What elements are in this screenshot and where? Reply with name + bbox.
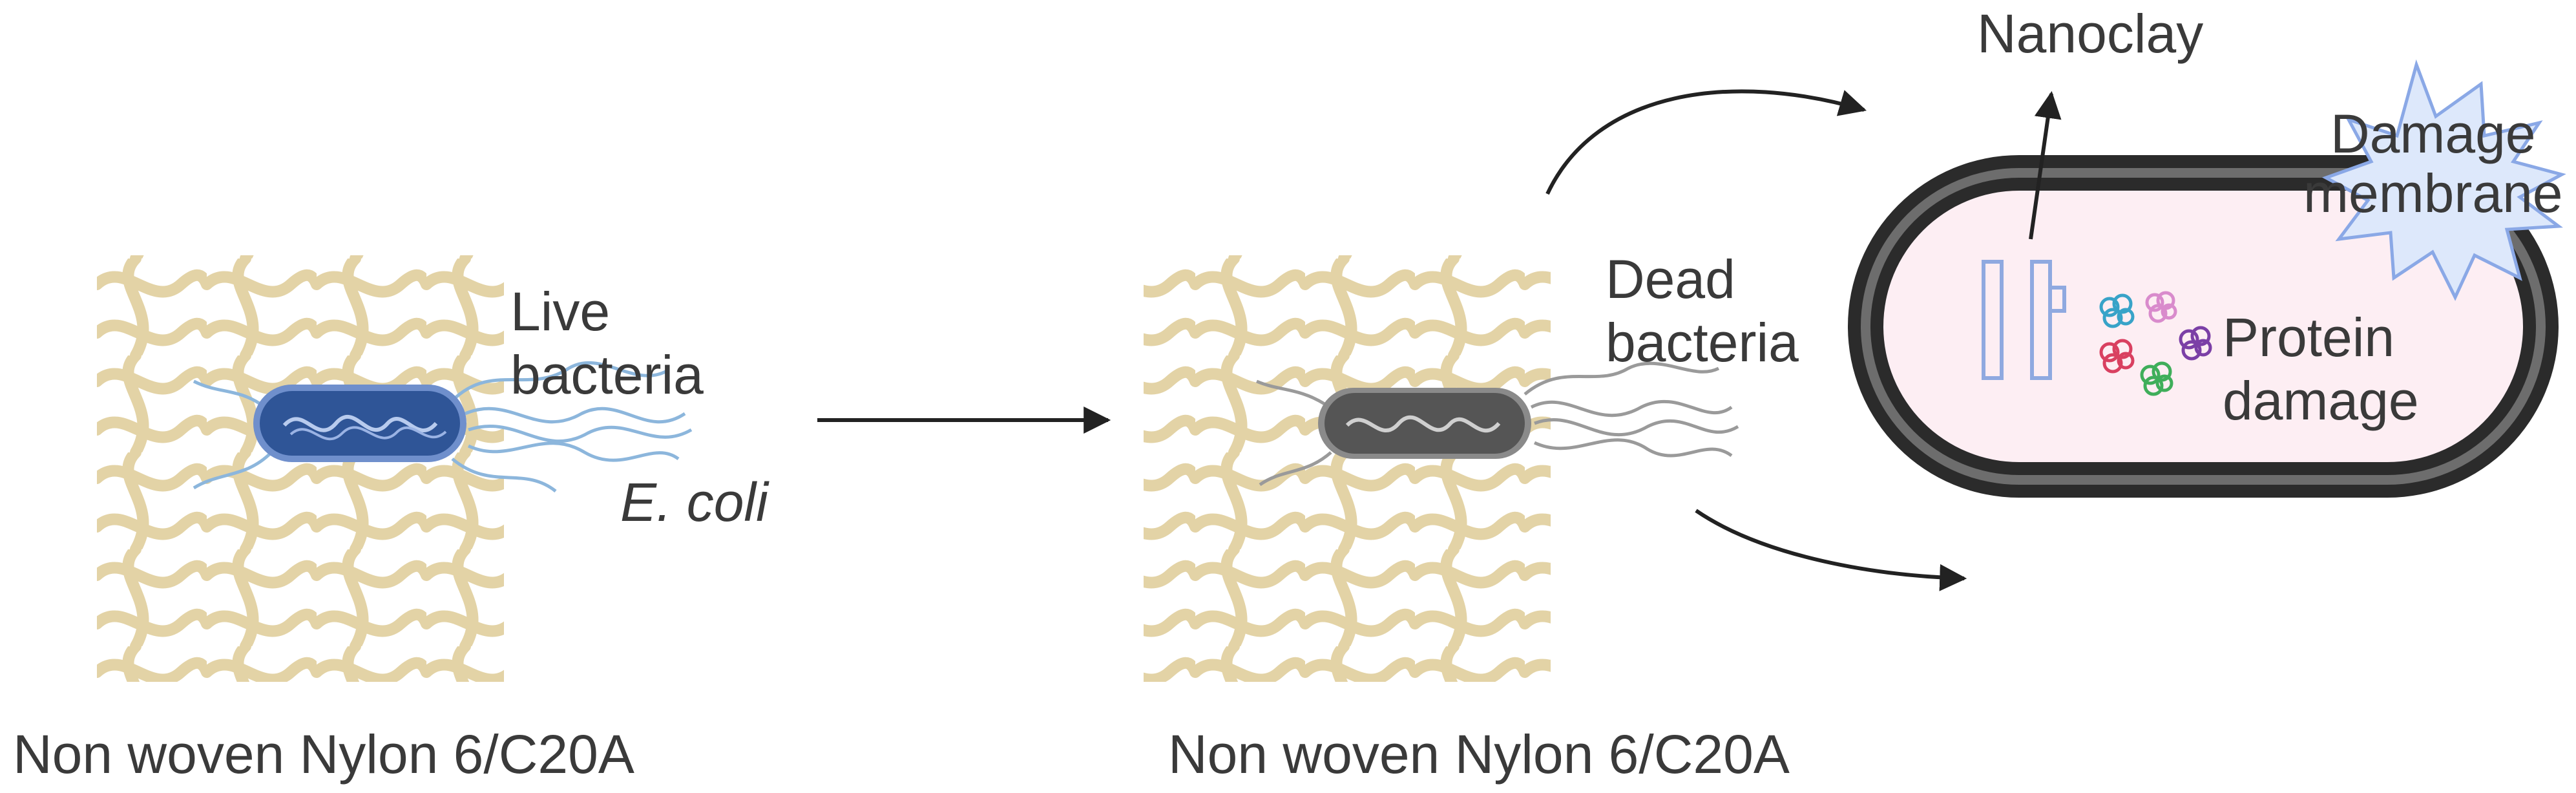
live-bacteria-label: Live bacteria: [510, 284, 704, 402]
ecoli-label: E. coli: [620, 472, 768, 533]
live-bacteria-label-line2: bacteria: [510, 344, 704, 405]
nonwoven-fabric-left: [97, 255, 504, 682]
protein-damage-label-line1: Protein: [2223, 307, 2395, 368]
live-bacterium-icon: [193, 361, 693, 492]
fabric-label-left: Non woven Nylon 6/C20A: [13, 724, 634, 785]
flagella-icon: [193, 361, 693, 492]
fabric-label-right: Non woven Nylon 6/C20A: [1168, 724, 1790, 785]
live-bacteria-label-line1: Live: [510, 281, 611, 342]
burst-icon: [2321, 59, 2566, 301]
curved-arrow-bottom: [1695, 509, 1967, 591]
flagella-icon: [1256, 361, 1739, 487]
protein-damage-label: Protein damage: [2223, 310, 2419, 428]
damage-membrane-label: Damage membrane: [2303, 107, 2563, 220]
damage-membrane-label-line2: membrane: [2303, 163, 2563, 224]
protein-damage-label-line2: damage: [2223, 370, 2419, 431]
damage-membrane-label-line1: Damage: [2330, 103, 2536, 164]
bacterial-cell-icon: [1848, 155, 2559, 498]
nanoclay-arrow: [2029, 90, 2062, 240]
protein-icon: [2099, 291, 2212, 396]
curved-arrow-top: [1545, 89, 1867, 195]
dead-bacteria-label-line2: bacteria: [1606, 312, 1799, 373]
nanoclay-label: Nanoclay: [1977, 3, 2204, 64]
dead-bacteria-label: Dead bacteria: [1606, 252, 1799, 370]
nonwoven-fabric-right: [1144, 255, 1551, 682]
dead-bacteria-label-line1: Dead: [1606, 249, 1735, 310]
nanoclay-platelet-icon: [1982, 260, 2066, 380]
dead-bacterium-icon: [1256, 361, 1739, 487]
